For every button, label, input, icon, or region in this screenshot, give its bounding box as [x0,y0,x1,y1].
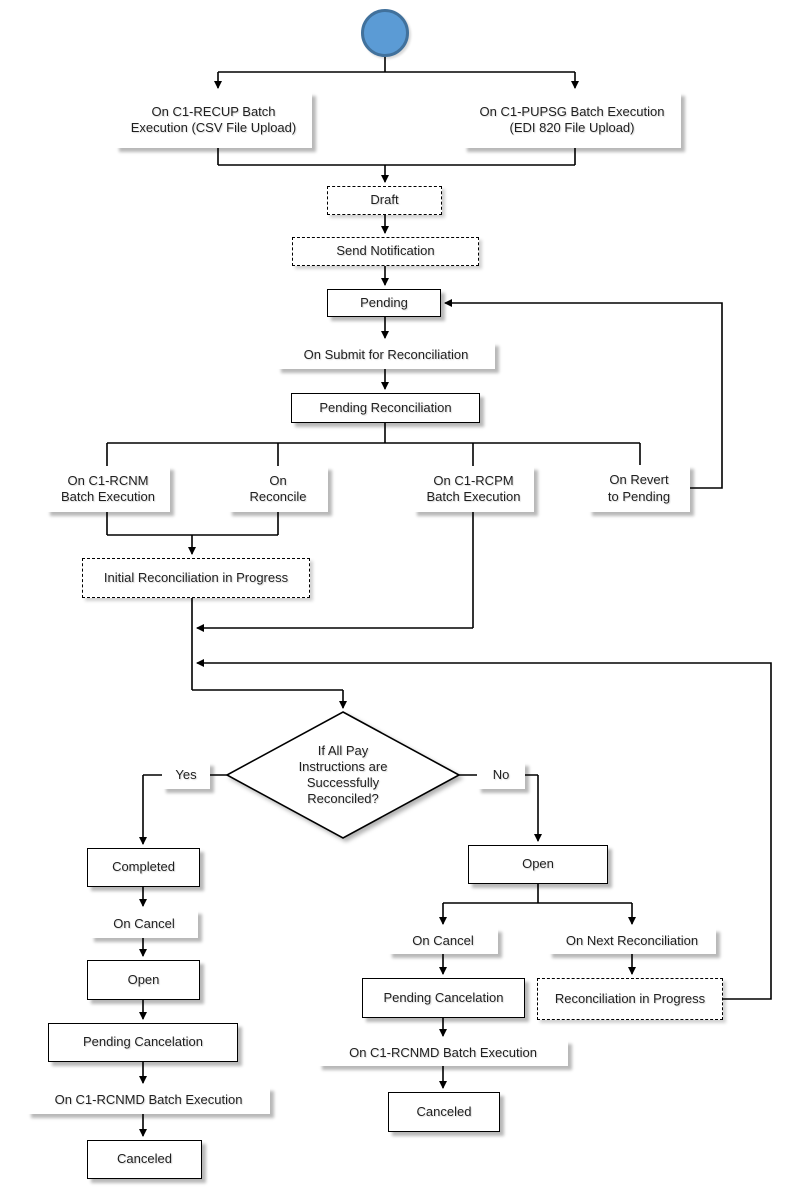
node-on-pupsg-batch: On C1-PUPSG Batch Execution (EDI 820 Fil… [463,92,681,148]
decision-label: If All Pay Instructions are Successfully… [298,742,388,807]
edge-branch-split [106,423,641,466]
node-open-right: Open [468,845,608,884]
edge-open-right-split [443,884,632,904]
edge-rcnm-reconcile-merge [106,512,279,536]
node-initial-reconciliation-in-progress: Initial Reconciliation in Progress [82,558,310,598]
edge-spine-left [191,598,343,691]
node-on-rcnm-batch: On C1-RCNM Batch Execution [46,466,170,512]
node-yes-label: Yes [162,762,210,789]
node-on-cancel-left: On Cancel [90,910,198,938]
node-canceled-right: Canceled [388,1092,500,1132]
node-send-notification: Send Notification [292,237,479,266]
node-pending-cancelation-left: Pending Cancelation [48,1023,238,1062]
node-on-rcpm-batch: On C1-RCPM Batch Execution [413,466,534,512]
node-on-rcnmd-batch-right: On C1-RCNMD Batch Execution [318,1040,568,1066]
node-on-recup-batch: On C1-RECUP Batch Execution (CSV File Up… [115,92,312,148]
edge-revert-loop [444,299,723,489]
start-node [361,9,409,57]
decision-diamond-shape [225,711,461,839]
node-on-rcnmd-batch-left: On C1-RCNMD Batch Execution [27,1087,270,1114]
node-open-left: Open [87,960,200,1000]
node-on-revert-to-pending: On Revert to Pending [588,465,690,512]
node-draft: Draft [327,186,442,215]
node-no-label: No [477,762,525,789]
node-on-submit-for-reconciliation: On Submit for Reconciliation [277,342,495,369]
node-on-reconcile: On Reconcile [228,466,328,512]
edge-start-split [217,57,576,168]
node-on-cancel-right: On Cancel [388,928,498,954]
node-pending-reconciliation: Pending Reconciliation [291,393,480,423]
node-on-next-reconciliation: On Next Reconciliation [548,928,716,954]
node-canceled-left: Canceled [87,1140,202,1179]
node-completed: Completed [87,848,200,887]
node-pending-cancelation-right: Pending Cancelation [362,978,525,1018]
node-pending: Pending [327,289,441,317]
node-reconciliation-in-progress: Reconciliation in Progress [537,978,723,1020]
edge-reconciliation-loop [196,659,772,1000]
